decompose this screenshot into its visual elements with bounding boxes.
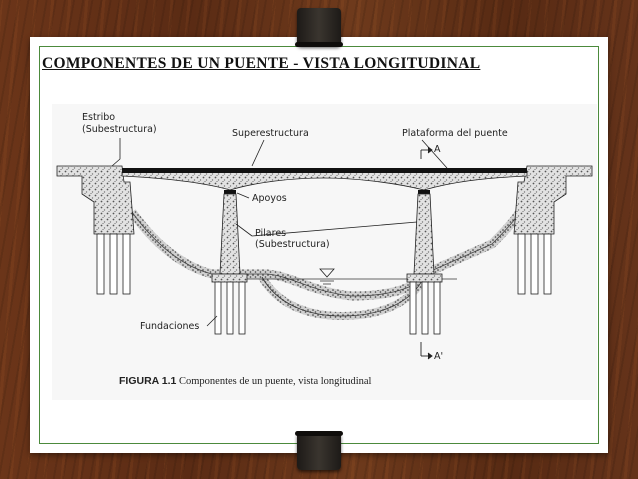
caption-label: FIGURA 1.1	[119, 375, 177, 387]
label-pilares-sub: (Subestructura)	[255, 239, 330, 250]
pier-right-piles	[409, 281, 441, 335]
label-estribo: Estribo	[82, 112, 116, 123]
bearing-right	[418, 190, 430, 194]
label-superestructura: Superestructura	[232, 128, 309, 139]
pier-left-footing	[211, 273, 248, 283]
label-plataforma: Plataforma del puente	[402, 128, 508, 139]
label-pilares: Pilares	[255, 228, 287, 239]
caption-text: Componentes de un puente, vista longitud…	[176, 376, 372, 387]
bridge-figure: Estribo (Subestructura) Superestructura …	[52, 104, 597, 400]
section-marker-a	[420, 146, 433, 159]
water-level-symbol	[319, 268, 335, 278]
pier-right-footing	[406, 273, 443, 283]
pier-right	[413, 193, 435, 275]
slide-title: COMPONENTES DE UN PUENTE - VISTA LONGITU…	[42, 55, 481, 72]
bearing-left	[224, 190, 236, 194]
bridge-diagram	[56, 138, 593, 360]
binder-clip-bottom	[295, 431, 343, 470]
pier-left-piles	[214, 281, 246, 335]
label-estribo-sub: (Subestructura)	[82, 124, 157, 135]
superstructure-girder	[121, 171, 528, 191]
label-section-a-prime: A'	[434, 351, 444, 362]
figure-caption: FIGURA 1.1 Componentes de un puente, vis…	[119, 375, 371, 387]
abutment-right	[513, 165, 593, 235]
bridge-deck	[122, 168, 527, 173]
leader-lines	[111, 138, 448, 327]
pier-left	[219, 193, 241, 275]
abutment-left	[56, 165, 135, 235]
label-apoyos: Apoyos	[252, 193, 287, 204]
label-section-a: A	[434, 144, 441, 155]
binder-clip-top	[295, 8, 343, 47]
abutment-right-piles	[517, 233, 552, 295]
label-fundaciones: Fundaciones	[140, 321, 200, 332]
section-marker-a-prime	[420, 342, 433, 360]
abutment-left-piles	[96, 233, 131, 295]
ground-line	[128, 203, 527, 301]
